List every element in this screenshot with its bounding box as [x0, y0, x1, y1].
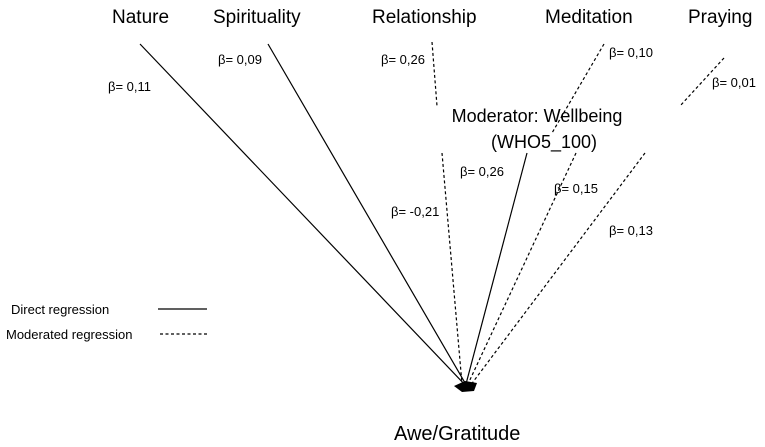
predictor-relationship: Relationship — [372, 7, 477, 28]
path-meditation-to-moderator — [551, 43, 605, 134]
beta-moderated-praying: β= 0,13 — [609, 223, 653, 238]
predictor-spirituality: Spirituality — [213, 7, 301, 28]
outcome-node — [454, 381, 477, 392]
beta-relationship: β= 0,26 — [381, 52, 425, 67]
predictor-nature: Nature — [112, 7, 169, 28]
path-nature-direct — [139, 43, 469, 389]
beta-meditation: β= 0,10 — [609, 45, 653, 60]
predictor-praying: Praying — [688, 7, 752, 28]
beta-moderator-direct: β= 0,26 — [460, 164, 504, 179]
outcome-label: Awe/Gratitude — [394, 423, 520, 445]
path-moderated-relationship — [441, 152, 463, 385]
path-relationship-to-moderator — [431, 41, 438, 107]
predictor-meditation: Meditation — [545, 7, 633, 28]
beta-moderated-meditation: β= 0,15 — [554, 181, 598, 196]
legend-moderated-label: Moderated regression — [6, 327, 132, 342]
beta-spirituality: β= 0,09 — [218, 52, 262, 67]
moderator-title: Moderator: Wellbeing — [452, 106, 623, 126]
beta-moderated-relationship: β= -0,21 — [391, 204, 439, 219]
beta-nature: β= 0,11 — [108, 79, 151, 94]
moderator-variable: (WHO5_100) — [491, 132, 597, 153]
beta-praying: β= 0,01 — [712, 75, 756, 90]
path-moderated-meditation — [467, 152, 577, 385]
legend-direct-label: Direct regression — [11, 302, 109, 317]
path-moderator-direct — [465, 152, 528, 385]
path-spirituality-direct — [267, 43, 469, 389]
path-moderated-praying — [469, 152, 646, 387]
